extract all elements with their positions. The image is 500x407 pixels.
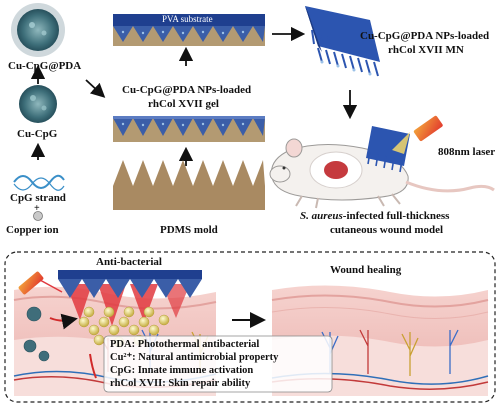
antibacterial-arrows [49, 313, 97, 379]
pdms-mold [113, 160, 265, 210]
microneedle-backing [58, 270, 202, 298]
antibacterial-title: Anti-bacterial [96, 256, 162, 268]
cu-cpg-pda-particle [11, 3, 65, 57]
cu-cpg-label: Cu-CpG [17, 128, 58, 140]
gel-label-line2: rhCol XVII gel [148, 98, 219, 110]
pdms-mold-label: PDMS mold [160, 224, 218, 236]
wound-model-label-rest: -infected full-thickness [342, 210, 450, 222]
cu-cpg-pda-label: Cu-CpG@PDA [8, 60, 82, 72]
legend-item-rhcol: rhCol XVII: Skin repair ability [110, 378, 251, 389]
pva-mold [113, 14, 265, 46]
released-nanoparticles [78, 306, 170, 348]
copper-ion-label: Copper ion [6, 224, 59, 236]
microneedle-patch [305, 6, 380, 77]
mn-label-line2: rhCol XVII MN [388, 44, 464, 56]
legend-item-cpg: CpG: Innate immune activation [110, 365, 254, 376]
gel-mold [113, 116, 265, 142]
plus-sign: + [34, 203, 40, 214]
mn-label-line1: Cu-CpG@PDA NPs-loaded [360, 30, 490, 42]
legend-item-cu: Cu²⁺: Natural antimicrobial property [110, 352, 279, 363]
cpg-strand-label: CpG strand [10, 192, 66, 204]
legend-item-pda: PDA: Photothermal antibacterial [110, 339, 260, 350]
laser-device-icon [392, 115, 443, 154]
wound-model-species: S. aureus [300, 210, 343, 222]
laser-pointer-icon [18, 271, 63, 295]
gel-label-line1: Cu-CpG@PDA NPs-loaded [122, 84, 252, 96]
wound-model-label-line2: cutaneous wound model [330, 224, 444, 236]
cu-cpg-particle [19, 85, 57, 123]
applied-microneedle [366, 126, 410, 173]
pva-substrate-label: PVA substrate [162, 14, 213, 24]
laser-label: 808nm laser [438, 146, 496, 158]
bacteria-cluster [23, 306, 50, 362]
copper-ion-icon [33, 211, 43, 221]
bottom-panel-border [4, 251, 496, 403]
wound-model-label-line1: S. aureus-infected full-thickness [300, 210, 449, 222]
arrow-to-gel [85, 79, 106, 98]
cpg-strand-icon [13, 174, 65, 191]
wound-healing-title: Wound healing [330, 264, 402, 276]
legend-box [103, 335, 333, 393]
